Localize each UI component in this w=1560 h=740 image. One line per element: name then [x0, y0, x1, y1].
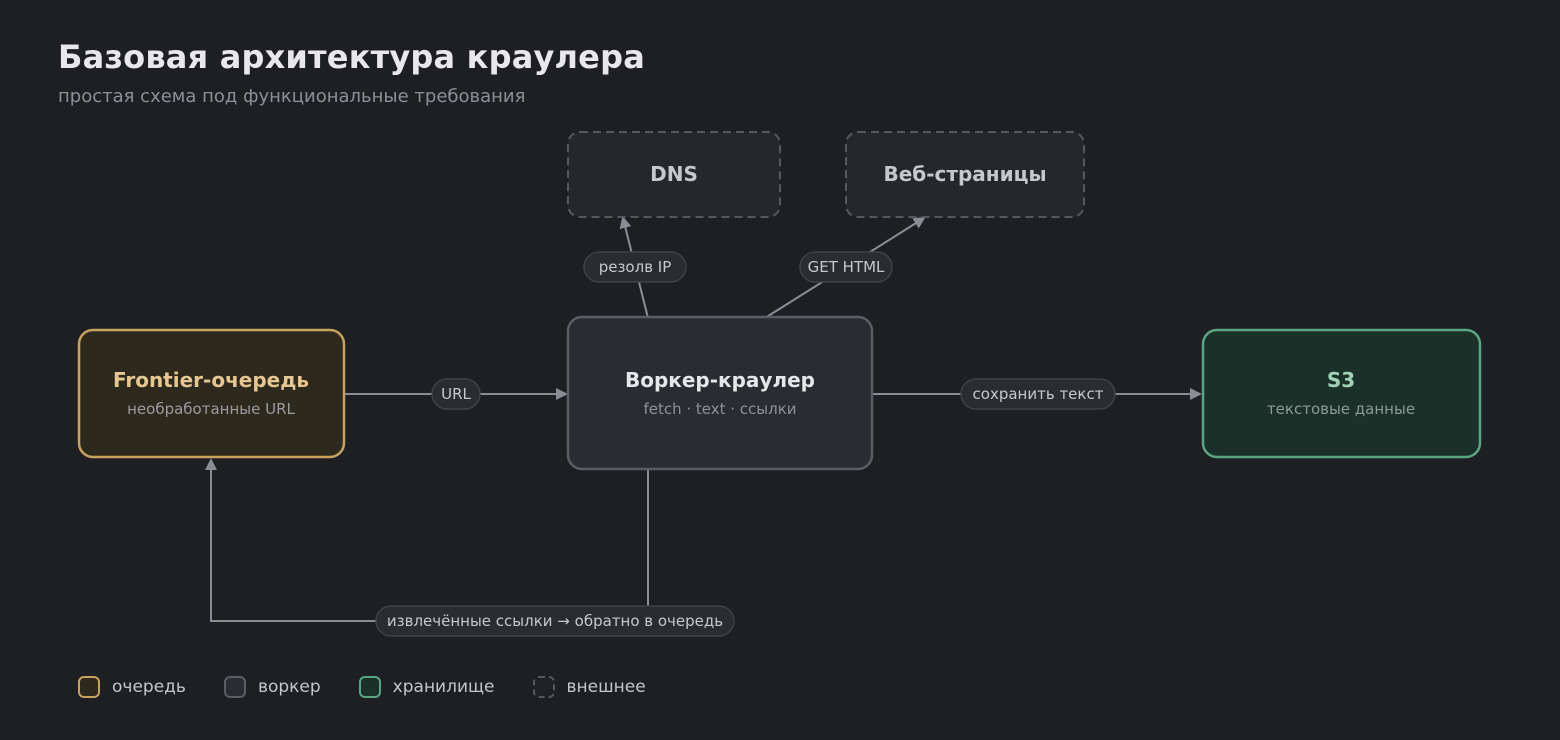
node-s3-subtitle: текстовые данные — [1267, 400, 1415, 418]
legend-label-storage: хранилище — [392, 677, 495, 697]
edge-label-resolve-ip: резолв IP — [583, 251, 687, 283]
node-frontier-queue: Frontier-очередь необработанные URL — [77, 328, 346, 459]
legend-item-external: внешнее — [532, 676, 646, 698]
edge-label-get-html: GET HTML — [799, 251, 893, 283]
node-worker-title: Воркер-краулер — [625, 368, 815, 392]
node-worker-crawler: Воркер-краулер fetch · text · ссылки — [566, 315, 874, 471]
node-webpages-title: Веб-страницы — [883, 162, 1046, 186]
diagram-title: Базовая архитектура краулера — [58, 38, 645, 76]
legend-label-external: внешнее — [566, 677, 646, 697]
legend-item-worker: воркер — [223, 676, 321, 698]
node-s3: S3 текстовые данные — [1201, 328, 1482, 459]
edge-label-save-text-text: сохранить текст — [973, 385, 1104, 403]
edge-label-extracted-links-text: извлечённые ссылки → обратно в очередь — [387, 612, 723, 630]
legend-swatch-queue — [78, 676, 100, 698]
legend-item-queue: очередь — [78, 676, 186, 698]
legend-swatch-worker — [223, 676, 246, 698]
node-dns-title: DNS — [650, 162, 698, 186]
edge-label-extracted-links: извлечённые ссылки → обратно в очередь — [375, 605, 735, 637]
edge-label-url: URL — [431, 378, 481, 410]
legend-label-queue: очередь — [112, 677, 186, 697]
node-dns: DNS — [567, 131, 781, 218]
edge-label-resolve-ip-text: резолв IP — [599, 258, 672, 276]
edge-label-url-text: URL — [441, 385, 471, 403]
legend-swatch-external — [532, 676, 555, 698]
node-s3-title: S3 — [1327, 368, 1355, 392]
edge-label-get-html-text: GET HTML — [808, 258, 885, 276]
diagram-subtitle: простая схема под функциональные требова… — [58, 86, 526, 107]
node-frontier-title: Frontier-очередь — [113, 368, 309, 392]
edge-worker-to-frontier-loop — [205, 458, 649, 622]
legend: очередь воркер хранилище внешнее — [78, 676, 684, 698]
node-worker-subtitle: fetch · text · ссылки — [643, 400, 796, 418]
legend-item-storage: хранилище — [358, 676, 495, 698]
legend-swatch-storage — [358, 676, 381, 698]
node-frontier-subtitle: необработанные URL — [127, 400, 295, 418]
edge-label-save-text: сохранить текст — [960, 378, 1116, 410]
legend-label-worker: воркер — [257, 677, 321, 697]
node-webpages: Веб-страницы — [845, 131, 1085, 218]
